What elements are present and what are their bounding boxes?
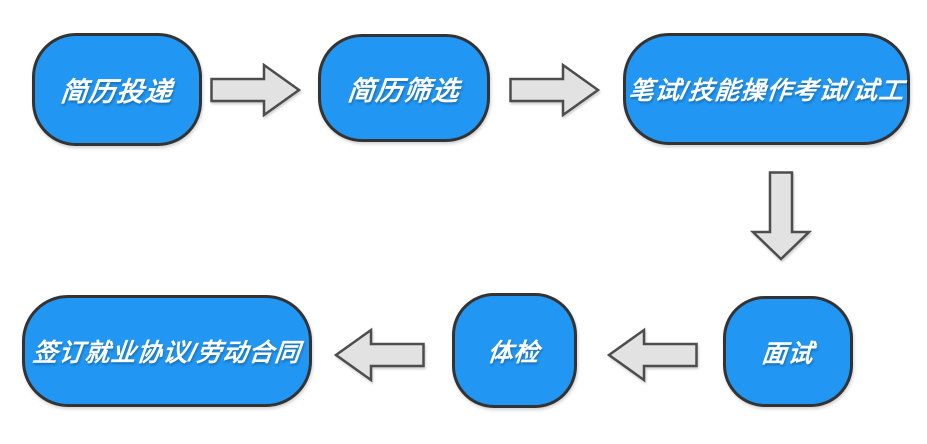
node-sign-agreement: 签订就业协议/劳动合同: [22, 295, 312, 407]
node-interview: 面试: [723, 296, 853, 407]
arrow-left-icon: [606, 327, 698, 383]
arrow-right-icon: [509, 62, 601, 118]
node-resume-submission: 简历投递: [32, 33, 202, 146]
node-resume-screening-label: 简历筛选: [346, 75, 462, 106]
arrow-down-icon: [750, 171, 812, 261]
arrow-right-icon: [210, 62, 302, 118]
node-physical-exam: 体检: [452, 293, 577, 408]
arrow-left-icon: [333, 327, 425, 383]
node-resume-submission-label: 简历投递: [59, 77, 175, 107]
node-sign-agreement-label: 签订就业协议/劳动合同: [31, 339, 303, 367]
node-written-skill-test-label: 笔试/技能操作考试/试工: [626, 77, 906, 105]
node-interview-label: 面试: [760, 339, 816, 368]
node-resume-screening: 简历筛选: [318, 34, 490, 142]
node-physical-exam-label: 体检: [486, 338, 542, 367]
node-written-skill-test: 笔试/技能操作考试/试工: [623, 33, 910, 145]
